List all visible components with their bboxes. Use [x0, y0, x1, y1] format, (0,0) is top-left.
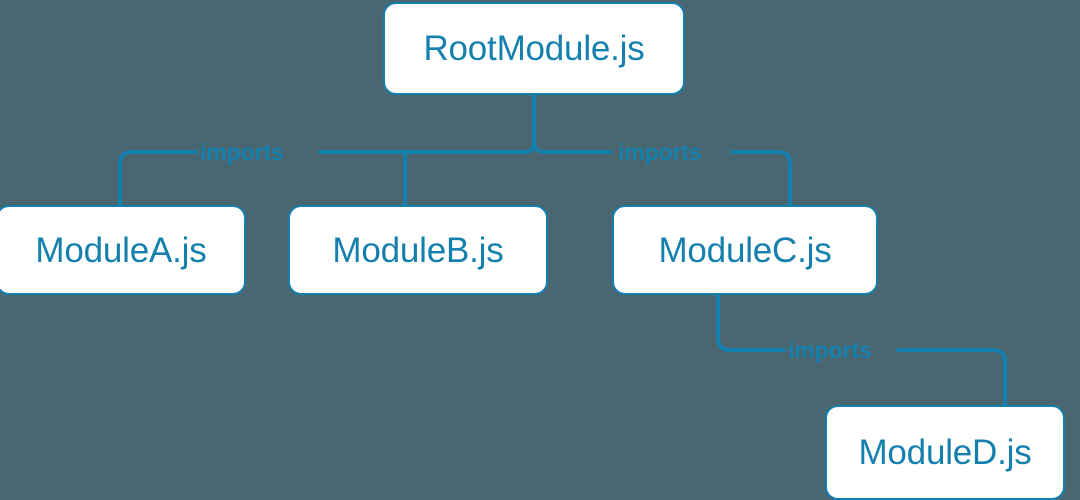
node-modulec[interactable]: ModuleC.js: [612, 205, 878, 295]
node-modulec-label: ModuleC.js: [658, 230, 832, 270]
node-moduleb[interactable]: ModuleB.js: [288, 205, 548, 295]
edge-label-root-to-modulec: imports: [618, 139, 702, 165]
edge-root-to-modulea: [118, 150, 198, 207]
node-moduleb-label: ModuleB.js: [332, 230, 504, 270]
node-rootmodule[interactable]: RootModule.js: [383, 2, 685, 95]
edge-label-root-to-modulea: imports: [200, 139, 284, 165]
edge-root-stem-left: [318, 140, 536, 154]
edge-root-to-modulec: [730, 150, 792, 207]
edge-modulec-to-moduled-a: [716, 293, 786, 352]
node-moduled[interactable]: ModuleD.js: [825, 405, 1065, 500]
edge-label-modulec-to-moduled: imports: [788, 337, 872, 363]
node-rootmodule-label: RootModule.js: [423, 29, 645, 68]
node-moduled-label: ModuleD.js: [858, 433, 1032, 472]
node-modulea[interactable]: ModuleA.js: [0, 205, 246, 295]
node-modulea-label: ModuleA.js: [35, 230, 207, 270]
edge-root-stem: [532, 93, 612, 154]
edge-modulec-to-moduled-b: [896, 348, 1007, 407]
